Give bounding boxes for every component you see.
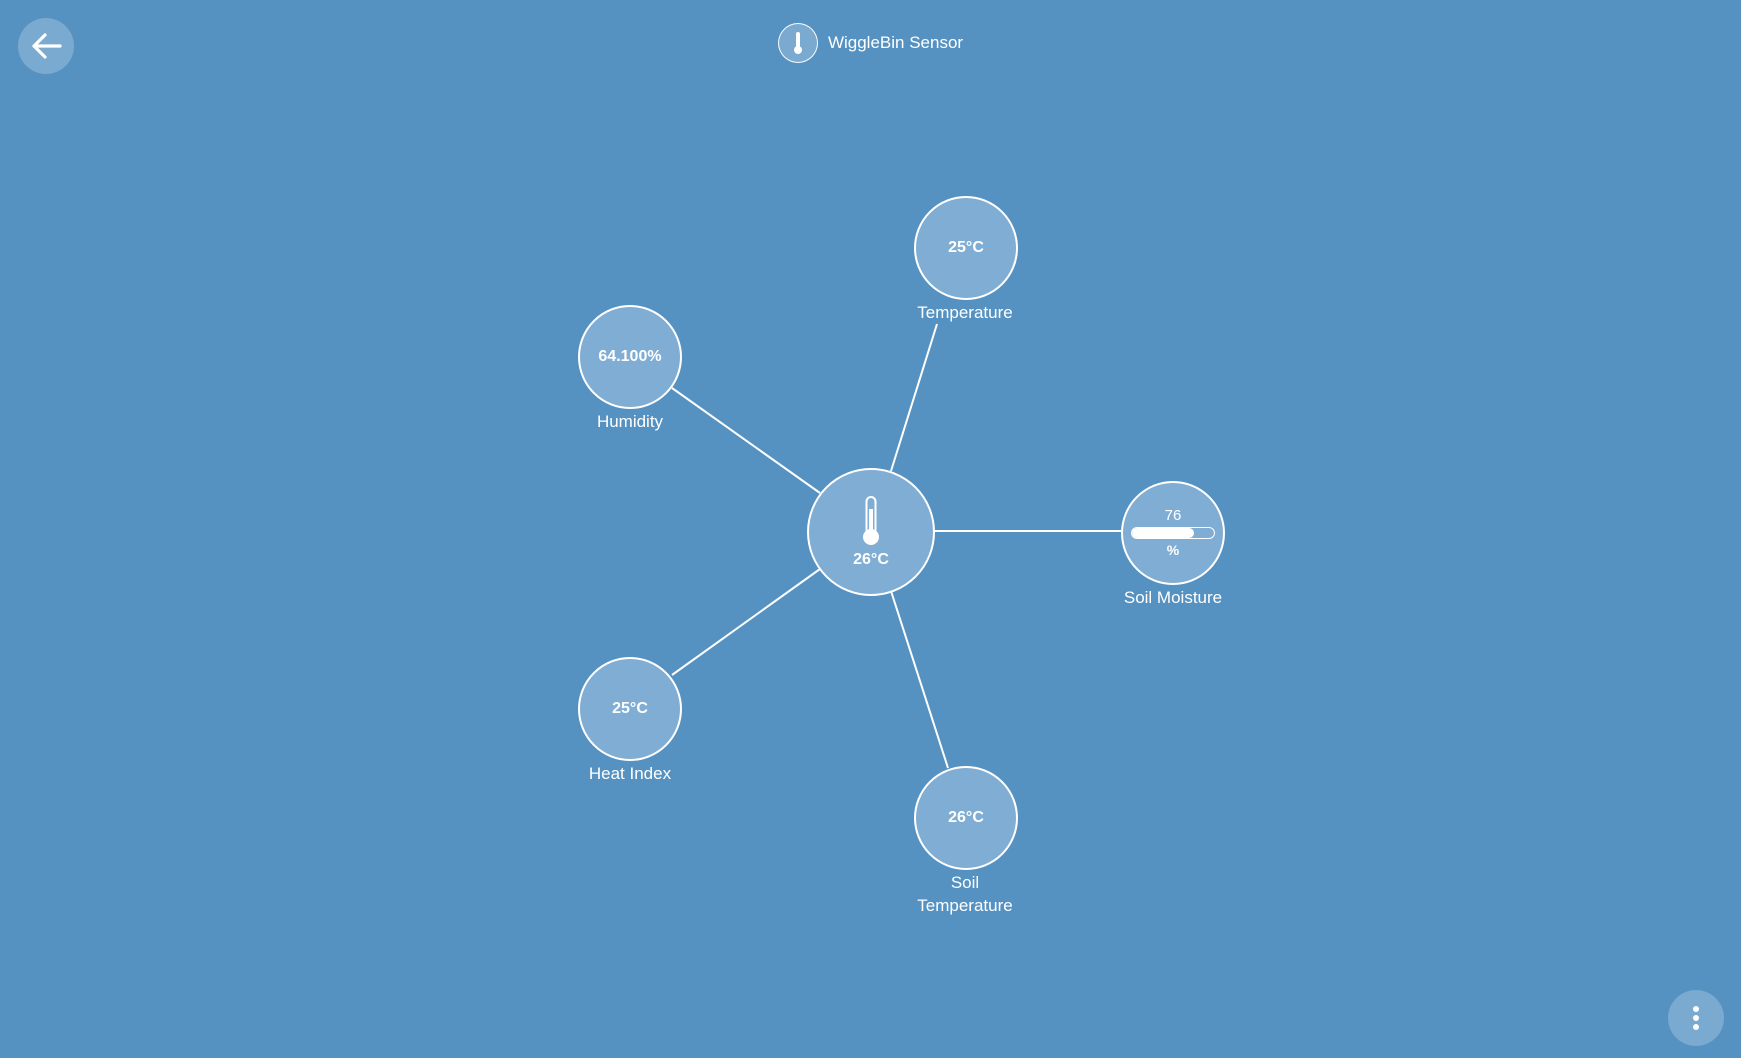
arrow-left-icon [32,33,62,59]
link-heat-index [671,568,821,676]
link-humidity [671,387,821,494]
heat-index-label: Heat Index [588,764,672,783]
soil-temperature-label-line1: Soil [950,873,980,892]
page-header: WiggleBin Sensor [0,23,1741,63]
soil-moisture-bar [1131,527,1215,539]
soil-moisture-bar-fill [1132,528,1195,538]
link-temperature [890,323,938,472]
soil-temperature-node[interactable]: 26°C [914,766,1018,870]
soil-moisture-label: Soil Moisture [1123,588,1223,607]
soil-temperature-value: 26°C [948,809,984,826]
humidity-label: Humidity [596,412,664,431]
back-button[interactable] [18,18,74,74]
temperature-label: Temperature [917,303,1013,322]
page-title: WiggleBin Sensor [827,33,964,52]
hub-node[interactable]: 26°C [807,468,935,596]
humidity-value: 64.100% [598,348,662,365]
soil-temperature-label-line2: Temperature [917,896,1013,915]
more-menu-button[interactable] [1668,990,1724,1046]
heat-index-value: 25°C [612,700,648,717]
more-vertical-icon [1693,1006,1699,1030]
soil-moisture-value: 76 [1164,507,1182,524]
temperature-value: 25°C [948,239,984,256]
humidity-node[interactable]: 64.100% [578,305,682,409]
header-thermometer-icon [777,23,818,63]
link-soil-temperature [890,590,949,769]
heat-index-node[interactable]: 25°C [578,657,682,761]
soil-moisture-unit: % [1166,542,1180,558]
soil-moisture-node[interactable]: 76 % [1121,481,1225,585]
soil-temperature-label: Soil Temperature [895,871,1035,917]
thermometer-icon [863,496,879,545]
hub-value: 26°C [853,551,889,568]
temperature-node[interactable]: 25°C [914,196,1018,300]
